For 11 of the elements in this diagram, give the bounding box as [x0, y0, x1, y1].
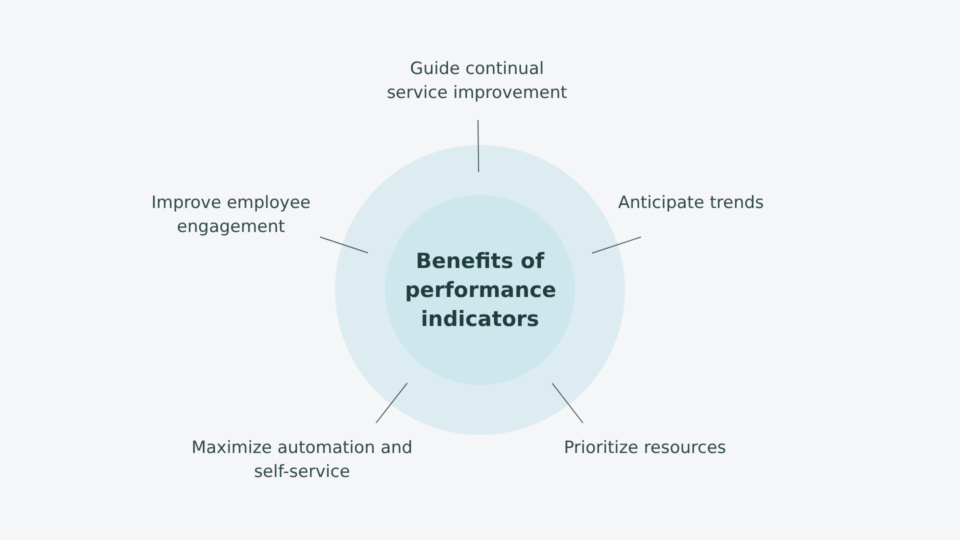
center-title: Benefits of performance indicators — [405, 248, 555, 332]
leader-line — [376, 382, 408, 424]
benefit-text: Prioritize resources — [562, 437, 728, 460]
benefit-text: Anticipate trends — [617, 192, 765, 215]
leader-line — [478, 120, 480, 172]
benefit-text: Maximize automation and self-service — [190, 437, 414, 484]
benefit-text: Improve employee engagement — [150, 192, 312, 239]
benefit-text: Guide continual service improvement — [386, 58, 568, 105]
leader-line — [320, 236, 368, 254]
leader-line — [592, 236, 642, 254]
leader-line — [552, 382, 584, 424]
